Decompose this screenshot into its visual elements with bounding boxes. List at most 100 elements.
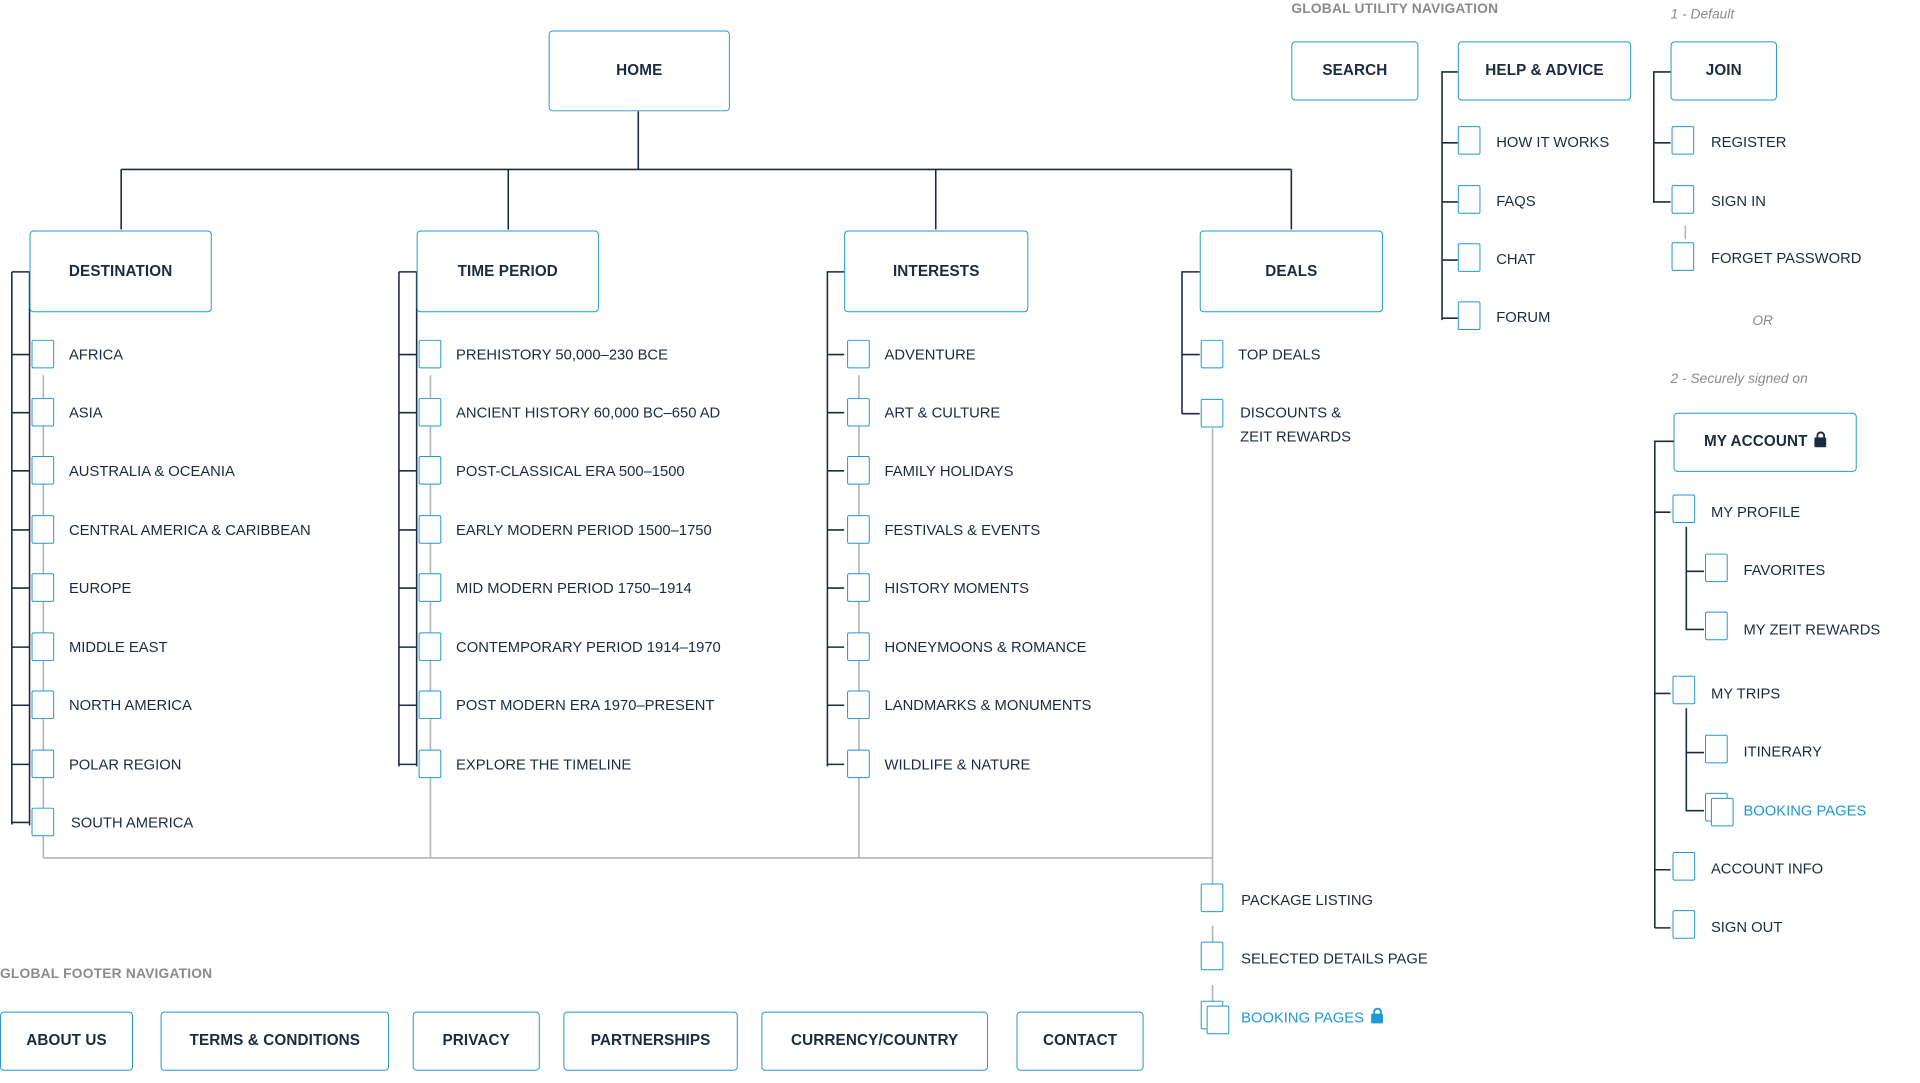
home-box[interactable]: HOME [548,30,730,112]
page-node [31,397,55,427]
page-node-stack-front [1206,1005,1230,1035]
destination-item-south-america[interactable]: SOUTH AMERICA [70,814,194,832]
interests-item-history-moments[interactable]: HISTORY MOMENTS [884,580,1030,597]
trips-item-booking-pages[interactable]: BOOKING PAGES [1743,802,1867,820]
interests-item-family-holidays[interactable]: FAMILY HOLIDAYS [884,462,1014,480]
time-period-item-contemporary[interactable]: CONTEMPORARY PERIOD 1914–1970 [456,639,721,657]
destination-item-europe[interactable]: EUROPE [68,580,132,597]
page-node [1705,553,1728,583]
page-node [847,632,870,661]
page-node [1457,126,1481,155]
page-node [1672,852,1696,881]
footer-partnerships[interactable]: PARTNERSHIPS [563,1011,738,1071]
page-node [847,690,870,720]
footer-privacy[interactable]: PRIVACY [412,1011,540,1071]
page-node [418,397,442,427]
help-item-chat[interactable]: CHAT [1496,251,1536,268]
profile-item-my-zeit-rewards[interactable]: MY ZEIT REWARDS [1743,621,1881,639]
destination-item-north-america[interactable]: NORTH AMERICA [68,697,192,715]
interests-item-art-culture[interactable]: ART & CULTURE [884,404,1001,422]
package-listing-page[interactable]: PACKAGE LISTING [1241,892,1374,910]
interests-item-landmarks-monuments[interactable]: LANDMARKS & MONUMENTS [884,697,1092,715]
destination-item-central-america[interactable]: CENTRAL AMERICA & CARIBBEAN [68,522,311,539]
account-item-my-trips[interactable]: MY TRIPS [1710,685,1781,703]
deals-item-top-deals[interactable]: TOP DEALS [1238,346,1321,364]
page-node [1200,883,1224,913]
account-item-my-profile[interactable]: MY PROFILE [1710,504,1801,522]
time-period-item-explore-timeline[interactable]: EXPLORE THE TIMELINE [456,756,632,774]
footer-about-us[interactable]: ABOUT US [0,1011,133,1071]
page-node [31,632,55,661]
page-node [1200,339,1224,369]
booking-pages-label: BOOKING PAGES [1241,1009,1364,1027]
page-node [1705,734,1728,764]
time-period-box[interactable]: TIME PERIOD [416,230,599,313]
page-node [31,456,55,485]
deals-box[interactable]: DEALS [1199,230,1383,313]
destination-item-africa[interactable]: AFRICA [68,346,124,364]
page-node [31,807,55,837]
help-item-faqs[interactable]: FAQS [1496,193,1536,210]
page-node-stack-front [1710,797,1734,827]
destination-item-polar-region[interactable]: POLAR REGION [68,756,182,774]
footer-terms-conditions[interactable]: TERMS & CONDITIONS [160,1011,390,1071]
time-period-item-mid-modern[interactable]: MID MODERN PERIOD 1750–1914 [456,580,692,597]
page-node [1457,185,1481,214]
page-node [418,339,442,369]
search-box[interactable]: SEARCH [1291,41,1419,101]
page-node [847,749,870,779]
help-item-forum[interactable]: FORUM [1496,309,1551,327]
page-node [418,690,442,720]
interests-item-wildlife-nature[interactable]: WILDLIFE & NATURE [884,756,1031,774]
time-period-item-post-modern[interactable]: POST MODERN ERA 1970–PRESENT [456,697,715,715]
time-period-item-ancient-history[interactable]: ANCIENT HISTORY 60,000 BC–650 AD [456,404,721,422]
join-item-register[interactable]: REGISTER [1710,133,1787,151]
page-node [847,456,870,485]
interests-item-honeymoons-romance[interactable]: HONEYMOONS & ROMANCE [884,639,1087,657]
footer-contact[interactable]: CONTACT [1016,1011,1144,1071]
interests-item-festivals-events[interactable]: FESTIVALS & EVENTS [884,522,1041,539]
page-node [847,397,870,427]
join-box[interactable]: JOIN [1670,41,1777,101]
trips-item-itinerary[interactable]: ITINERARY [1743,743,1823,761]
signed-on-note: 2 - Securely signed on [1670,370,1808,387]
account-item-account-info[interactable]: ACCOUNT INFO [1710,860,1824,878]
help-advice-box[interactable]: HELP & ADVICE [1457,41,1632,101]
interests-item-adventure[interactable]: ADVENTURE [884,346,976,364]
page-node [418,515,442,544]
my-account-box[interactable]: MY ACCOUNT [1673,412,1857,472]
interests-box[interactable]: INTERESTS [844,230,1029,313]
time-period-item-prehistory[interactable]: PREHISTORY 50,000–230 BCE [456,346,668,364]
time-period-item-early-modern[interactable]: EARLY MODERN PERIOD 1500–1750 [456,522,712,539]
page-node [847,339,870,369]
page-node [31,573,55,602]
selected-details-page[interactable]: SELECTED DETAILS PAGE [1241,950,1428,968]
page-node [1200,941,1224,971]
join-item-forget-password[interactable]: FORGET PASSWORD [1710,250,1862,267]
page-node [418,573,442,602]
page-node [1457,243,1481,272]
footer-currency-country[interactable]: CURRENCY/COUNTRY [761,1011,988,1071]
page-node [1671,185,1695,214]
deals-item-zeit-rewards[interactable]: ZEIT REWARDS [1240,428,1351,446]
or-note: OR [1752,312,1773,329]
page-node [31,749,55,779]
destination-item-asia[interactable]: ASIA [68,404,103,422]
profile-item-favorites[interactable]: FAVORITES [1743,562,1826,580]
help-item-how-it-works[interactable]: HOW IT WORKS [1496,133,1610,151]
my-account-label: MY ACCOUNT [1703,433,1808,451]
page-node [1672,675,1696,705]
booking-pages-secure[interactable]: BOOKING PAGES [1241,1007,1383,1028]
destination-item-australia-oceania[interactable]: AUSTRALIA & OCEANIA [68,462,235,480]
account-item-sign-out[interactable]: SIGN OUT [1710,919,1783,936]
page-node [1671,242,1695,271]
page-node [847,573,870,602]
page-node [31,339,55,369]
destination-box[interactable]: DESTINATION [29,230,212,313]
join-item-sign-in[interactable]: SIGN IN [1710,193,1766,210]
utility-nav-heading: GLOBAL UTILITY NAVIGATION [1291,0,1499,16]
destination-item-middle-east[interactable]: MIDDLE EAST [68,639,168,657]
deals-item-discounts[interactable]: DISCOUNTS & [1240,404,1342,422]
time-period-item-post-classical[interactable]: POST-CLASSICAL ERA 500–1500 [456,462,685,480]
page-node [1705,611,1728,641]
